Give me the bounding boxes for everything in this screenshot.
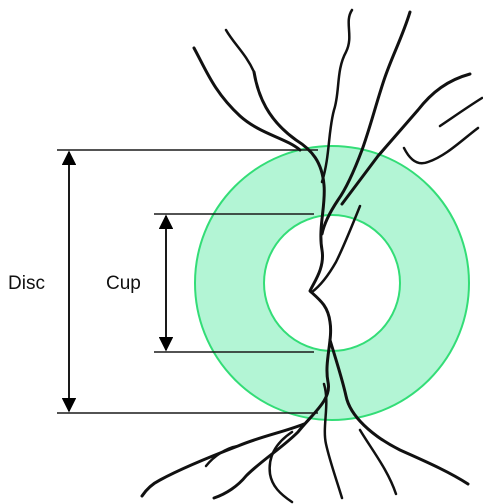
vessel-right-fork-2: [440, 98, 482, 126]
vessel-lower-left-2: [270, 432, 292, 502]
vessel-upper-left-2: [226, 30, 254, 72]
vessel-upper-left: [194, 48, 300, 150]
optic-cup: [264, 215, 400, 351]
cup-label: Cup: [106, 273, 141, 294]
vessel-lower-right-3: [360, 430, 396, 494]
vessel-right-fork: [404, 128, 478, 163]
disc-label: Disc: [8, 273, 45, 294]
vessel-lower-left: [142, 424, 304, 496]
